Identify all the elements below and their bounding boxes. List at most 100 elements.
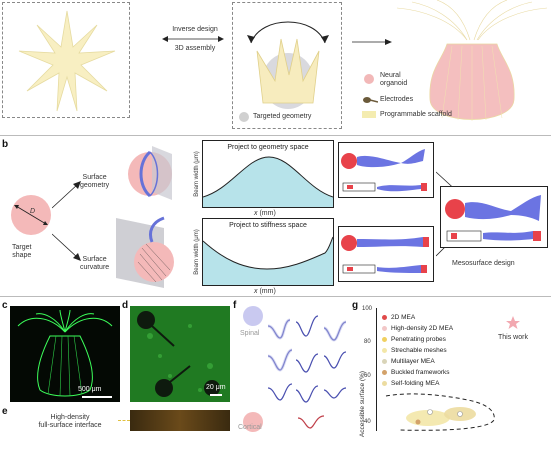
legend-multilayer: Multilayer MEA (382, 356, 453, 367)
legend-penetrating-label: Penetrating probes (391, 336, 446, 343)
legend-hd-2d-mea: High-density 2D MEA (382, 323, 453, 334)
spinal-label: Spinal (240, 330, 260, 337)
inverse-design-label: Inverse design (172, 26, 218, 33)
plot2-xlabel-unit: (mm) (257, 288, 276, 295)
legend-buckled: Buckled frameworks (382, 367, 453, 378)
assembly-label: 3D assembly (174, 45, 216, 52)
geometry-plot-title: Project to geometry space (227, 144, 309, 151)
scaffold-legend-label: Programmable scaffold (380, 111, 452, 118)
mesosurface-shape (445, 195, 541, 242)
panel-c-letter: c (2, 300, 8, 311)
g-ytick-80: 80 (364, 339, 371, 345)
geometry-space-plot: Project to geometry space (202, 140, 334, 208)
legend-hd-2d-mea-dot (382, 326, 387, 331)
mesosurface-label: Mesosurface design (452, 260, 515, 267)
panel-e-text: High-density full-surface interface (38, 414, 102, 429)
panel-a-geometry-box: Targeted geometry (232, 2, 342, 129)
organoid-legend-swatch (364, 74, 374, 84)
plot1-xlabel-unit: (mm) (257, 210, 276, 217)
divider-ab (0, 135, 551, 136)
plot2-ylabel: Beam width (μm) (194, 229, 200, 275)
panel-a-star-box (2, 2, 130, 118)
plot1-xlabel: x (mm) (254, 210, 276, 218)
g-ytick-60: 60 (364, 373, 371, 379)
beam-bottom-shape (341, 235, 429, 274)
plot1-ylabel: Beam width (μm) (194, 151, 200, 197)
arrow-to-organoid (352, 39, 392, 45)
target-sphere (11, 195, 51, 235)
legend-2d-mea: 2D MEA (382, 312, 453, 323)
legend-self-folding: Self-folding MEA (382, 378, 453, 389)
legend-multilayer-label: Multilayer MEA (391, 358, 435, 365)
electrode-icon (363, 97, 378, 103)
legend-buckled-label: Buckled frameworks (391, 369, 450, 376)
g-legend: 2D MEA High-density 2D MEA Penetrating p… (382, 312, 453, 389)
spinal-dot (243, 306, 263, 326)
panel-b-letter: b (2, 139, 9, 150)
panel-g-letter: g (352, 300, 359, 311)
organoid-with-scaffold (396, 0, 548, 121)
panel-d-image: 20 μm (130, 306, 230, 402)
beam-box-bottom (338, 226, 434, 282)
geometry-curve (203, 156, 333, 207)
scaffold-legend-swatch (362, 111, 376, 118)
legend-2d-mea-dot (382, 315, 387, 320)
stiffness-plot-title: Project to stiffness space (229, 222, 307, 229)
star-scaffold (18, 10, 116, 112)
beam-box-top (338, 142, 434, 198)
panel-f-letter: f (233, 300, 237, 311)
panel-d-letter: d (122, 300, 129, 311)
plot2-xlabel-var: x (254, 288, 258, 295)
sliced-sphere (128, 146, 172, 200)
cortical-label: Cortical (238, 424, 262, 431)
scale-label-d: 20 μm (206, 384, 226, 391)
panel-g-y-axis (376, 308, 377, 431)
surface-geometry-label: Surface geometry (80, 174, 110, 189)
panel-e-image (130, 410, 230, 431)
diameter-label: D (30, 208, 36, 215)
legend-2d-mea-label: 2D MEA (391, 314, 416, 321)
branch-arrows (52, 181, 81, 261)
assembled-scaffold (239, 21, 329, 122)
this-work-star-icon (506, 316, 520, 329)
legend-penetrating: Penetrating probes (382, 334, 453, 345)
legend-self-folding-label: Self-folding MEA (391, 380, 440, 387)
organoid-legend-label: Neural organoid (380, 72, 408, 87)
plot2-xlabel: x (mm) (254, 288, 276, 296)
mesosurface-box (440, 186, 548, 248)
double-arrow (162, 36, 224, 42)
legend-stretchable-dot (382, 348, 387, 353)
spinal-waveforms (267, 315, 347, 403)
g-scatter-region (385, 393, 495, 431)
this-work-label: This work (498, 334, 528, 341)
legend-penetrating-dot (382, 337, 387, 342)
surface-curvature-label: Surface curvature (80, 256, 110, 271)
scale-bar-c (82, 396, 112, 398)
legend-self-folding-dot (382, 381, 387, 386)
panel-e-dashes (118, 420, 130, 422)
stiffness-space-plot: Project to stiffness space (202, 218, 334, 286)
cortical-dot (243, 412, 263, 432)
stiffness-curve (203, 236, 333, 285)
legend-multilayer-dot (382, 359, 387, 364)
targeted-geometry-label: Targeted geometry (253, 113, 312, 120)
electrodes-legend-label: Electrodes (380, 96, 414, 103)
fluorescent-scaffold (17, 309, 113, 397)
legend-buckled-dot (382, 370, 387, 375)
beam-top-shape (341, 149, 427, 192)
neuron-texture (130, 306, 230, 402)
target-shape-label: Target shape (12, 244, 32, 259)
divider-bc (0, 296, 551, 297)
scale-label-c: 500 μm (78, 386, 102, 393)
legend-stretchable: Strechable meshes (382, 345, 453, 356)
legend-hd-2d-mea-label: High-density 2D MEA (391, 325, 454, 332)
legend-stretchable-label: Strechable meshes (391, 347, 447, 354)
scale-bar-d (210, 394, 222, 396)
g-ylabel: Accessible surface (%) (359, 370, 366, 438)
panel-e-letter: e (2, 406, 8, 417)
cortical-waveform (297, 415, 325, 429)
curvature-scaffold (116, 216, 174, 288)
g-ytick-40: 40 (364, 419, 371, 425)
panel-c-image: 500 μm (10, 306, 120, 402)
g-ytick-100: 100 (362, 306, 373, 312)
